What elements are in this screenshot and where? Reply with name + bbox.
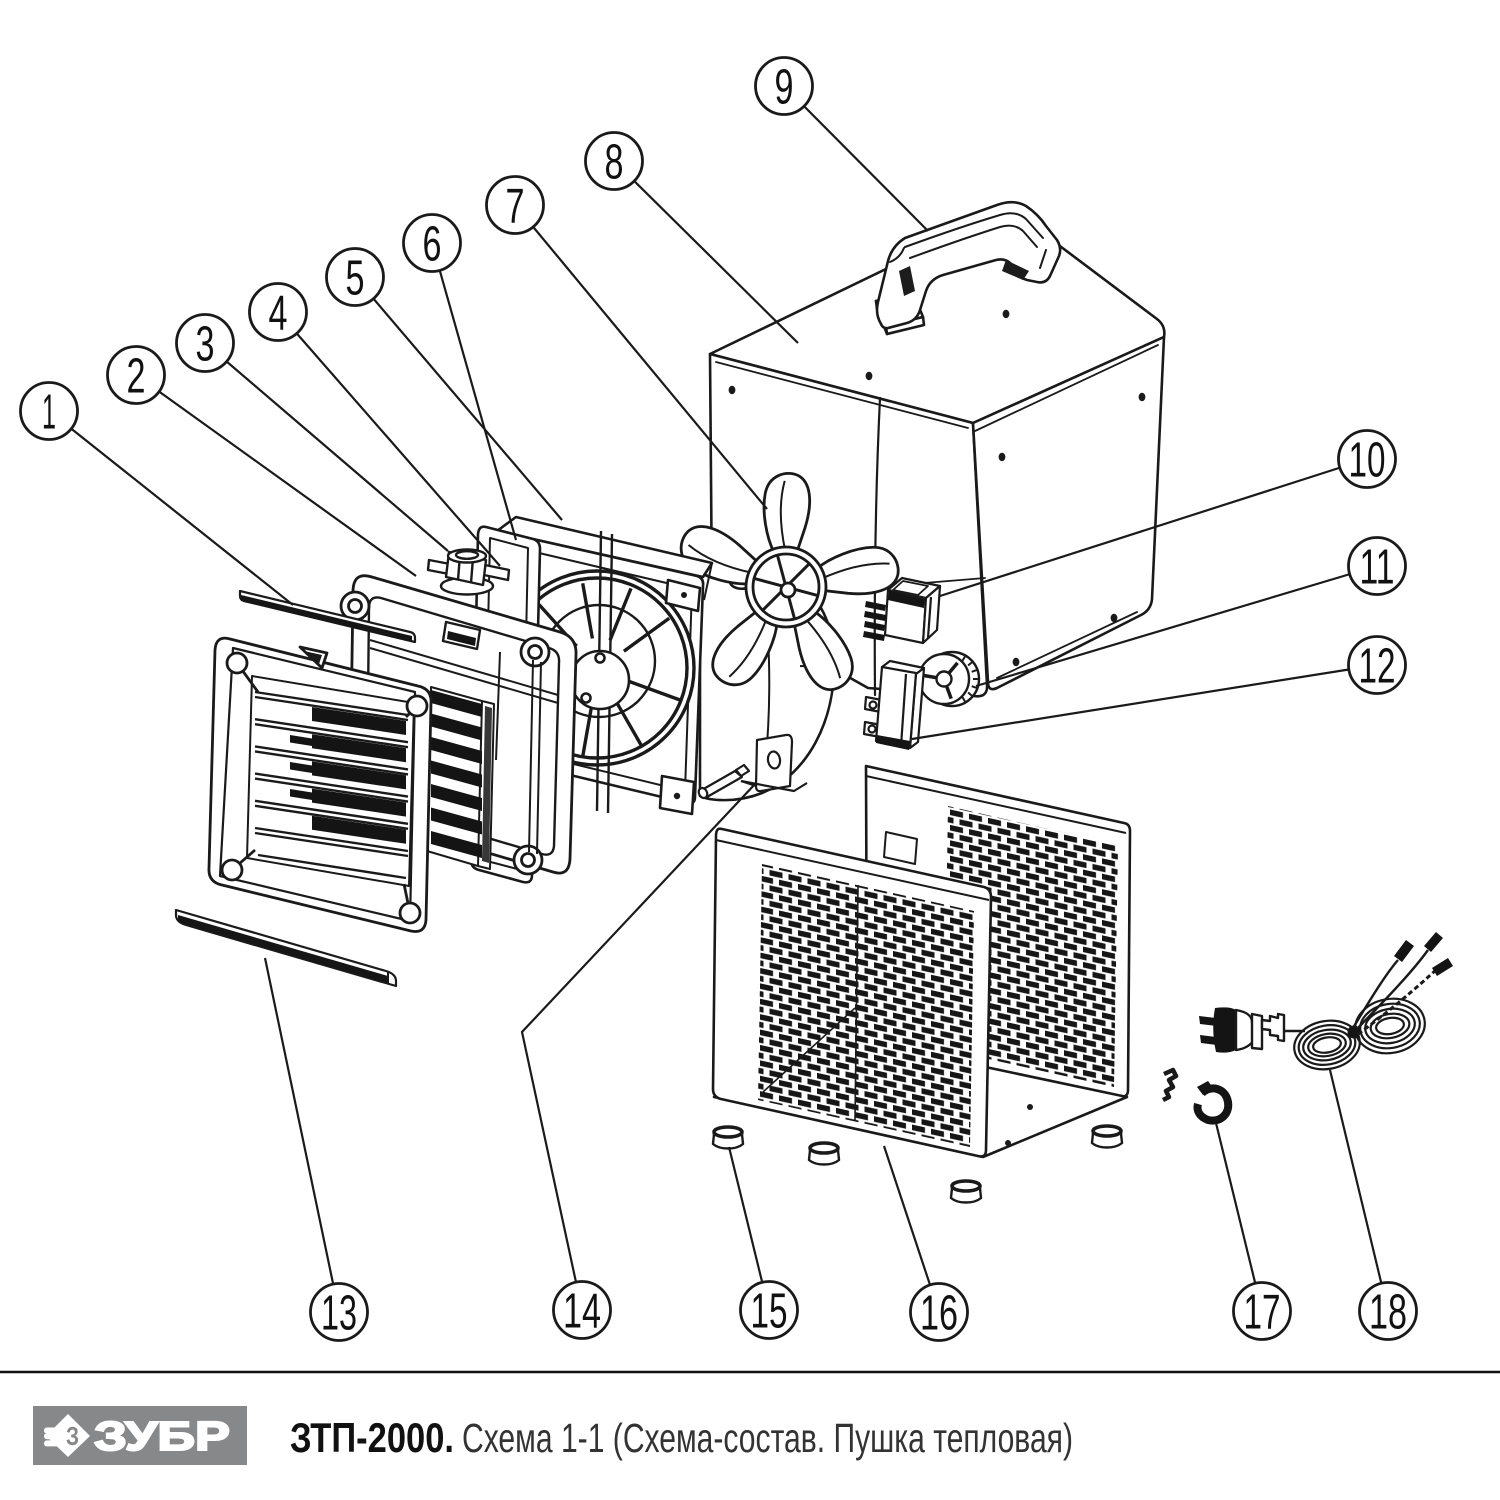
svg-text:13: 13 bbox=[321, 1287, 357, 1341]
svg-text:5: 5 bbox=[346, 252, 365, 306]
svg-text:10: 10 bbox=[1349, 434, 1386, 488]
svg-text:1: 1 bbox=[42, 386, 56, 440]
svg-text:11: 11 bbox=[1360, 541, 1395, 595]
svg-text:Схема 1-1 (Схема-состав. Пушка: Схема 1-1 (Схема-состав. Пушка тепловая) bbox=[462, 1415, 1073, 1461]
svg-text:2: 2 bbox=[127, 350, 146, 404]
svg-text:ЗУБР: ЗУБР bbox=[94, 1413, 230, 1459]
svg-text:7: 7 bbox=[506, 180, 525, 234]
svg-text:17: 17 bbox=[1244, 1286, 1281, 1340]
svg-text:3: 3 bbox=[196, 318, 215, 372]
svg-text:15: 15 bbox=[751, 1285, 788, 1339]
svg-text:12: 12 bbox=[1359, 640, 1396, 694]
svg-text:18: 18 bbox=[1369, 1286, 1407, 1340]
svg-text:9: 9 bbox=[775, 61, 794, 115]
svg-text:З: З bbox=[66, 1421, 79, 1451]
svg-text:16: 16 bbox=[920, 1287, 958, 1341]
svg-text:4: 4 bbox=[269, 287, 288, 341]
svg-text:6: 6 bbox=[423, 218, 442, 272]
svg-text:8: 8 bbox=[605, 136, 624, 190]
svg-text:14: 14 bbox=[563, 1285, 601, 1339]
svg-text:ЗТП-2000.: ЗТП-2000. bbox=[290, 1414, 454, 1461]
